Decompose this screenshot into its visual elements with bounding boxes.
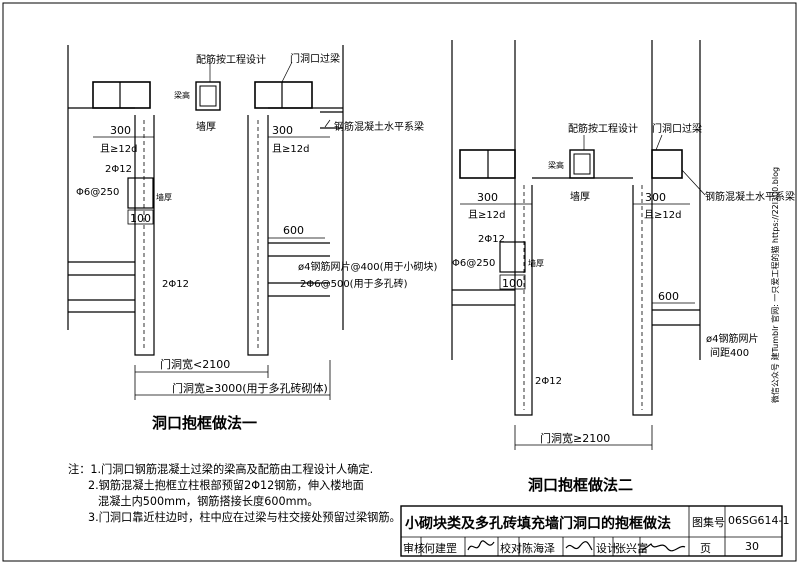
atlas-number: 06SG614-1 xyxy=(728,514,790,527)
right-wall-thickness: 墙厚 xyxy=(570,190,590,203)
reviewer-signature xyxy=(467,540,495,551)
left-opening-width-porous: 门洞宽≥3000(用于多孔砖砌体) xyxy=(172,381,328,395)
right-dim-300-a: 300 xyxy=(477,191,498,204)
right-section-wall: 墙厚 xyxy=(528,258,544,268)
notes: 注：1.门洞口钢筋混凝土过梁的梁高及配筋由工程设计人确定. 2.钢筋混凝土抱框立… xyxy=(68,462,401,526)
right-labels: 配筋按工程设计 门洞口过梁 梁高 墙厚 钢筋混凝土水平系梁 300 300 且≥… xyxy=(452,122,795,494)
review-label: 审核 xyxy=(403,542,425,555)
design-label: 设计 xyxy=(596,542,618,555)
left-anchor-a: 且≥12d xyxy=(100,143,137,155)
note-3: 3.门洞口靠近柱边时，柱中应在过梁与柱交接处预留过梁钢筋。 xyxy=(88,511,401,524)
right-opening-width: 门洞宽≥2100 xyxy=(540,431,610,445)
left-dim-300-b: 300 xyxy=(272,124,293,137)
left-wall-thickness: 墙厚 xyxy=(196,120,216,133)
atlas-label: 图集号 xyxy=(692,516,725,529)
right-lintel-label: 门洞口过梁 xyxy=(652,122,702,135)
title-block-frame xyxy=(400,505,783,557)
note-2b: 混凝土内500mm，钢筋搭接长度600mm。 xyxy=(98,495,319,508)
side-watermark: 微信公众号 建Tumblr 官网: 一只爱工程的猫 https://22l300… xyxy=(770,167,780,403)
left-mesh-porous: 2Φ6@500(用于多孔砖) xyxy=(300,277,408,290)
right-ring-beam: 钢筋混凝土水平系梁 xyxy=(705,190,795,203)
left-anchor-b: 且≥12d xyxy=(272,143,309,155)
page-number: 30 xyxy=(745,540,759,553)
left-section-wall: 墙厚 xyxy=(156,192,172,202)
right-stirrup: Φ6@250 xyxy=(452,258,495,269)
left-beam-note: 配筋按工程设计 xyxy=(196,53,266,66)
designer-signature xyxy=(642,543,686,552)
right-dim-600: 600 xyxy=(658,290,679,303)
left-dim-100: 100 xyxy=(130,212,151,225)
page-label: 页 xyxy=(700,542,711,555)
reviewer-name: 何建罡 xyxy=(424,542,457,555)
checker-signature xyxy=(565,541,593,551)
right-beam-note: 配筋按工程设计 xyxy=(568,122,638,135)
left-lintel-label: 门洞口过梁 xyxy=(290,52,340,65)
right-detail xyxy=(451,40,706,450)
note-1: 1.门洞口钢筋混凝土过梁的梁高及配筋由工程设计人确定. xyxy=(90,463,374,476)
drawing-title: 小砌块类及多孔砖填充墙门洞口的抱框做法 xyxy=(405,516,671,532)
left-mesh-small: ø4钢筋网片@400(用于小砌块) xyxy=(298,260,437,273)
checker-name: 陈海泽 xyxy=(522,542,555,555)
left-stirrup: Φ6@250 xyxy=(76,187,119,198)
right-dim-300-b: 300 xyxy=(645,191,666,204)
right-beam-height: 梁高 xyxy=(548,160,564,170)
left-dim-300-a: 300 xyxy=(110,124,131,137)
left-detail xyxy=(67,45,344,400)
right-rebar-top: 2Φ12 xyxy=(478,234,505,245)
left-caption: 洞口抱框做法一 xyxy=(152,414,257,432)
right-dim-100: 100 xyxy=(502,277,523,290)
notes-label: 注： xyxy=(68,463,91,476)
left-opening-width: 门洞宽<2100 xyxy=(160,357,230,371)
note-2a: 2.钢筋混凝土抱框立柱根部预留2Φ12钢筋，伸入楼地面 xyxy=(88,479,364,492)
check-label: 校对 xyxy=(500,542,522,555)
left-dim-600: 600 xyxy=(283,224,304,237)
right-mesh-1: ø4钢筋网片 xyxy=(706,332,758,345)
right-mesh-2: 间距400 xyxy=(710,346,749,359)
designer-name: 张兴富 xyxy=(615,542,648,555)
left-ring-beam: 钢筋混凝土水平系梁 xyxy=(334,120,424,133)
right-caption: 洞口抱框做法二 xyxy=(528,476,633,494)
right-anchor-a: 且≥12d xyxy=(468,209,505,221)
right-anchor-b: 且≥12d xyxy=(644,209,681,221)
left-rebar-top: 2Φ12 xyxy=(105,164,132,175)
right-rebar-mid: 2Φ12 xyxy=(535,376,562,387)
left-beam-height: 梁高 xyxy=(174,90,190,100)
left-rebar-mid: 2Φ12 xyxy=(162,279,189,290)
left-labels: 配筋按工程设计 门洞口过梁 梁高 墙厚 钢筋混凝土水平系梁 300 300 且≥… xyxy=(76,52,437,432)
